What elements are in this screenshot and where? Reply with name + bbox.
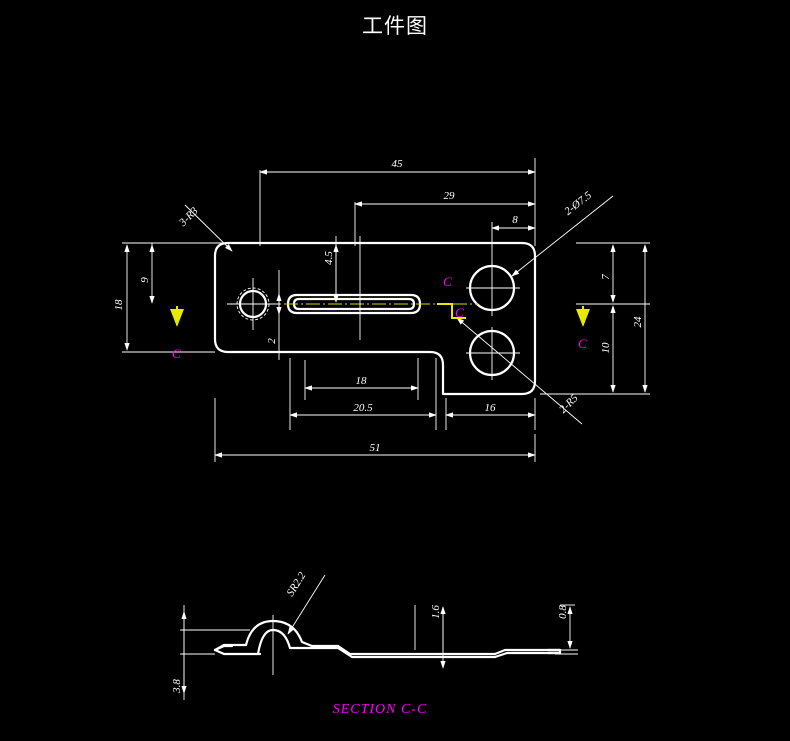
note-corner-radius: 2-R5 bbox=[557, 392, 581, 416]
section-letter-left: C bbox=[172, 346, 181, 361]
dim-bottom-overall: 51 bbox=[370, 442, 381, 454]
plan-dimension-lines bbox=[124, 169, 648, 458]
section-letter-bottom: C bbox=[455, 305, 464, 320]
dim-section-thickness: 0.8 bbox=[557, 605, 569, 619]
dim-section-dome-radius: SR2.2 bbox=[284, 570, 308, 599]
dim-bottom-right: 16 bbox=[485, 402, 497, 414]
plan-view-outline bbox=[213, 241, 537, 396]
section-jog-line bbox=[437, 303, 466, 319]
dim-slot-width: 2 bbox=[266, 338, 278, 344]
plan-view-centerlines bbox=[227, 262, 520, 380]
dim-top-second: 29 bbox=[444, 190, 456, 202]
dim-bottom-second: 20.5 bbox=[353, 402, 373, 414]
note-holes: 2-Ø7.5 bbox=[562, 189, 594, 218]
center-slot-inner bbox=[292, 297, 416, 311]
page-title: 工件图 bbox=[362, 14, 428, 38]
dim-right-outer: 24 bbox=[632, 316, 644, 328]
dim-top-third: 8 bbox=[512, 214, 518, 226]
dim-bottom-inner: 18 bbox=[356, 375, 368, 387]
section-letter-top: C bbox=[443, 274, 452, 289]
center-slot-outer bbox=[286, 293, 422, 315]
dim-section-total-height: 3.8 bbox=[171, 679, 183, 694]
dim-right-upper: 7 bbox=[600, 274, 612, 280]
plan-dimension-text: 45 29 8 18 9 4.5 2 7 10 24 18 20.5 16 51 bbox=[113, 158, 644, 454]
dim-top-overall: 45 bbox=[392, 158, 404, 170]
plan-leaders: 3-R3 2-Ø7.5 2-R5 bbox=[176, 189, 614, 425]
dim-section-step-height: 1.6 bbox=[430, 605, 442, 619]
dim-right-middle: 10 bbox=[600, 342, 612, 354]
section-letter-right: C bbox=[578, 336, 587, 351]
section-view-geometry bbox=[180, 604, 578, 700]
dim-left-outer: 18 bbox=[113, 299, 125, 311]
section-dimension-text: 3.8 1.6 0.8 SR2.2 bbox=[171, 570, 569, 694]
section-view-caption: SECTION C-C bbox=[333, 702, 428, 717]
dim-slot-vertical: 4.5 bbox=[323, 251, 335, 265]
section-dimension-lines bbox=[181, 606, 573, 694]
dim-left-inner: 9 bbox=[139, 277, 151, 283]
section-markers: C C C C bbox=[170, 274, 590, 361]
